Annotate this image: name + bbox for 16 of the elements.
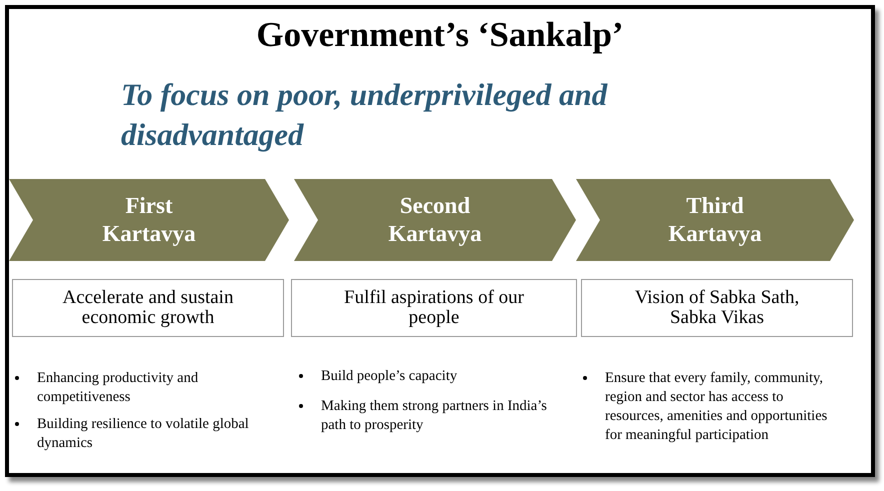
subtitle: To focus on poor, underprivileged and disadvantaged — [121, 76, 609, 154]
text-box: Fulfil aspirations of our people — [291, 279, 577, 337]
text-box: Accelerate and sustain economic growth — [12, 279, 284, 337]
text-box: Vision of Sabka Sath, Sabka Vikas — [581, 279, 853, 337]
bullet-text: Making them strong partners in India’s path to prosperity — [321, 397, 548, 435]
chevron-label: First Kartavya — [101, 192, 197, 248]
chevron-banner — [576, 179, 854, 261]
chevron-label: Second Kartavya — [387, 192, 483, 248]
chevron-label: Third Kartavya — [667, 192, 763, 248]
chevron-banner — [9, 179, 289, 261]
title: Government’s ‘Sankalp’ — [255, 15, 625, 55]
bullet-text: Building resilience to volatile global dynamics — [37, 415, 250, 453]
bullet-text: Build people’s capacity — [321, 367, 458, 386]
chevron-banner — [294, 179, 576, 261]
bullet-text: Ensure that every family, community, region and sector has access to resources, amenities and opportunities for meaningful participation — [605, 369, 828, 445]
bullet-text: Enhancing productivity and competitiveness — [37, 369, 200, 407]
